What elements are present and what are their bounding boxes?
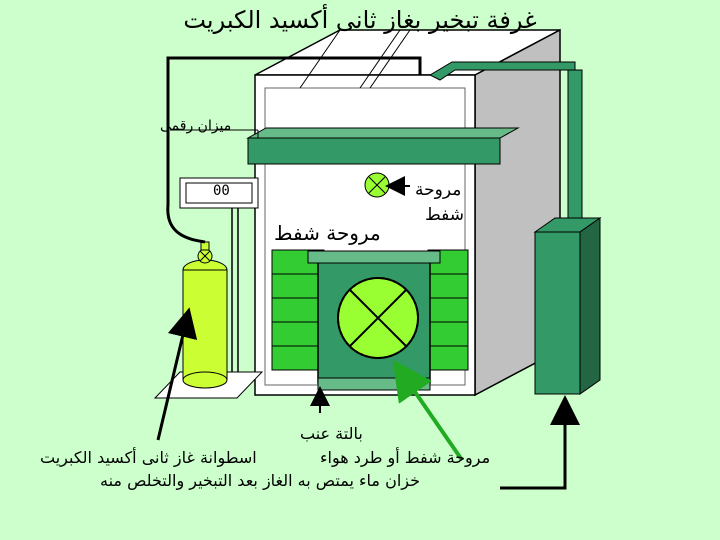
gas-pipe bbox=[166, 56, 422, 244]
grape-boxes bbox=[271, 249, 469, 371]
duct-horizontal bbox=[247, 137, 501, 165]
duct-vertical bbox=[567, 69, 583, 231]
duct-system bbox=[246, 61, 583, 231]
water-tank-icon bbox=[534, 231, 581, 395]
gas-cylinder bbox=[182, 241, 228, 389]
exhaust-fan-label: مروحة شفط bbox=[274, 221, 381, 245]
grape-box-label: بالتة عنب bbox=[300, 424, 363, 443]
scale-reading: 00 bbox=[213, 183, 230, 199]
small-fan bbox=[364, 172, 390, 198]
water-tank-label: خزان ماء يمتص به الغاز بعد التبخير والتخ… bbox=[100, 471, 420, 490]
digital-scale-label: ميزان رقمى bbox=[160, 118, 232, 134]
exhaust-or-expel-fan-label: مروحة شفط أو طرد هواء bbox=[320, 448, 491, 467]
exhaust-fan-panel bbox=[307, 250, 441, 391]
so2-cylinder-label: اسطوانة غاز ثانى أكسيد الكبريت bbox=[40, 448, 257, 467]
grape-box-right bbox=[427, 249, 469, 371]
diagram-title: غرفة تبخير بغاز ثانى أكسيد الكبريت bbox=[183, 6, 537, 34]
water-tank bbox=[533, 217, 602, 395]
gas-cylinder-icon bbox=[182, 269, 228, 381]
small-fan-label-line1: مروحة bbox=[415, 180, 462, 200]
small-fan-label-line2: شفط bbox=[425, 205, 464, 225]
arrow-to-water-tank bbox=[500, 395, 580, 490]
grape-box-left bbox=[271, 249, 325, 371]
arrow-to-fan bbox=[392, 359, 464, 462]
arrow-to-cylinder bbox=[156, 307, 198, 441]
